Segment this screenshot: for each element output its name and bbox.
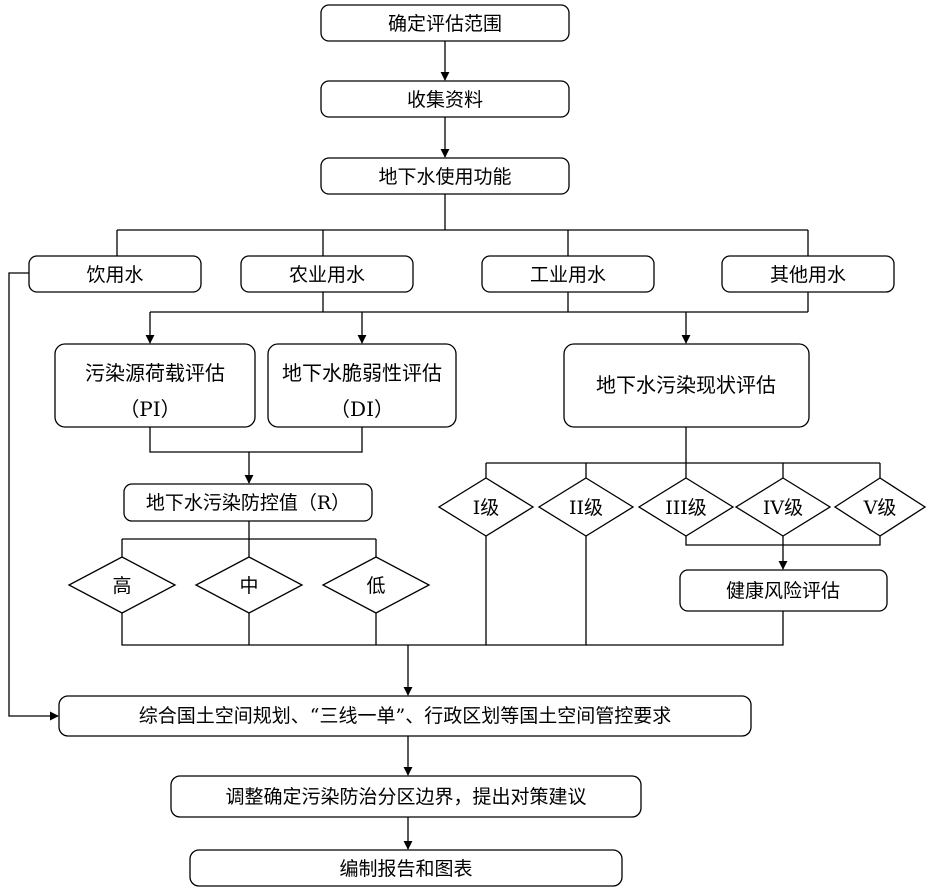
node-label: 地下水污染防控值（R） <box>146 492 350 514</box>
diamond-label: 高 <box>112 575 131 597</box>
node-collect-data: 收集资料 <box>320 80 570 118</box>
node-determine-scope: 确定评估范围 <box>320 4 570 42</box>
node-status-assessment: 地下水污染现状评估 <box>563 343 810 428</box>
node-label: 综合国土空间规划、“三线一单”、行政区划等国土空间管控要求 <box>139 705 671 727</box>
node-groundwater-function: 地下水使用功能 <box>320 157 570 195</box>
node-pollution-load: 污染源荷载评估 （PI） <box>54 343 256 428</box>
node-health-risk: 健康风险评估 <box>679 569 888 612</box>
connectors <box>8 41 881 850</box>
node-label-line2: （PI） <box>119 397 180 421</box>
arrow-drinking-to-integration <box>8 272 59 721</box>
node-label: 地下水使用功能 <box>378 166 511 188</box>
node-label: 调整确定污染防治分区边界，提出对策建议 <box>225 786 586 808</box>
diamond-label: 低 <box>366 575 385 597</box>
line-health-collect <box>586 611 784 646</box>
diamond-grade-4: IV级 <box>734 477 832 537</box>
node-label-line2: （DI） <box>330 397 394 421</box>
diamond-grade-5: V级 <box>833 477 927 537</box>
diamond-low: 低 <box>321 556 431 614</box>
node-label: 编制报告和图表 <box>339 858 472 880</box>
node-label: 地下水污染现状评估 <box>596 373 776 397</box>
diamond-grade-2: II级 <box>537 477 635 537</box>
diamond-grade-1: I级 <box>437 477 535 537</box>
diamond-label: I级 <box>473 497 500 519</box>
line-grade-2-collect <box>486 536 587 646</box>
node-adjust-boundaries: 调整确定污染防治分区边界，提出对策建议 <box>170 775 642 818</box>
node-label-line1: 地下水脆弱性评估 <box>282 361 442 385</box>
diamond-label: 中 <box>239 575 258 597</box>
node-label: 确定评估范围 <box>388 13 502 35</box>
diamond-grade-3: III级 <box>637 477 735 537</box>
node-drinking-water: 饮用水 <box>28 255 202 293</box>
node-integrate-requirements: 综合国土空间规划、“三线一单”、行政区划等国土空间管控要求 <box>58 695 752 737</box>
node-industrial-water: 工业用水 <box>481 255 655 293</box>
node-label: 其他用水 <box>770 264 846 286</box>
diamond-label: II级 <box>569 497 603 519</box>
line-high-collect <box>121 613 408 646</box>
node-label: 健康风险评估 <box>726 580 840 602</box>
node-agricultural-water: 农业用水 <box>240 255 414 293</box>
diamond-medium: 中 <box>194 556 304 614</box>
diamond-label: V级 <box>863 497 897 519</box>
node-label: 工业用水 <box>530 264 606 286</box>
node-control-value: 地下水污染防控值（R） <box>123 483 373 522</box>
node-vulnerability: 地下水脆弱性评估 （DI） <box>267 343 457 428</box>
node-label: 饮用水 <box>86 264 143 286</box>
diamond-high: 高 <box>67 556 177 614</box>
diamond-label: III级 <box>665 497 707 519</box>
node-compile-report: 编制报告和图表 <box>189 849 623 887</box>
node-label: 收集资料 <box>407 89 483 111</box>
node-other-water: 其他用水 <box>721 255 895 293</box>
line-pi-di-join <box>149 427 363 453</box>
diamond-label: IV级 <box>763 497 803 519</box>
node-label: 农业用水 <box>289 264 365 286</box>
node-label-line1: 污染源荷载评估 <box>85 361 225 385</box>
